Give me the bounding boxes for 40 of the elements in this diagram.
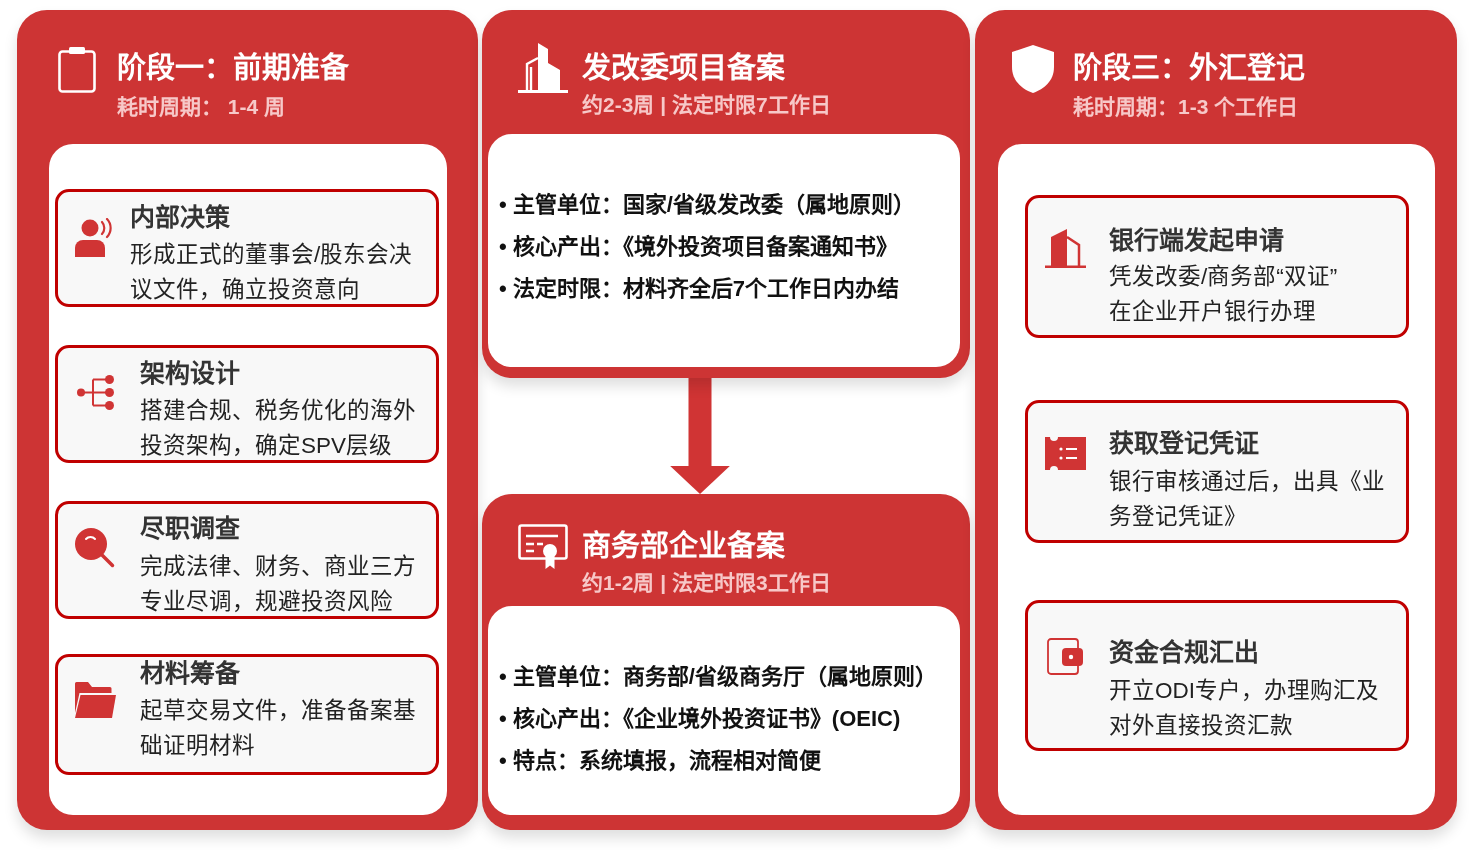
step-title: 架构设计 xyxy=(140,358,240,389)
panel-title: 发改委项目备案 xyxy=(582,51,785,86)
step-title: 材料筹备 xyxy=(140,658,240,689)
step-title: 银行端发起申请 xyxy=(1109,225,1284,256)
bullet-item: • 特点：系统填报，流程相对简便 xyxy=(499,747,822,775)
step-card xyxy=(1025,195,1409,338)
step-card xyxy=(55,654,439,775)
step-card xyxy=(55,501,439,619)
filing-panel xyxy=(482,494,970,830)
filing-panel xyxy=(482,10,970,378)
step-description: 完成法律、财务、商业三方专业尽调，规避投资风险 xyxy=(140,552,417,616)
step-description: 凭发改委/商务部“双证”在企业开户银行办理 xyxy=(1109,262,1339,326)
bullet-item: • 法定时限：材料齐全后7个工作日内办结 xyxy=(499,275,901,303)
panel-subtitle: 耗时周期：1-3 个工作日 xyxy=(1073,94,1299,120)
step-title: 尽职调查 xyxy=(140,513,240,544)
arrow xyxy=(670,378,730,494)
panel-title: 阶段一：前期准备 xyxy=(117,51,349,86)
step-description: 搭建合规、税务优化的海外投资架构，确定SPV层级 xyxy=(140,396,417,460)
step-card xyxy=(55,345,439,463)
panel-title: 商务部企业备案 xyxy=(582,529,785,564)
panel-subtitle: 约2-3周 | 法定时限7工作日 xyxy=(582,92,831,118)
bullet-item: • 核心产出：《境外投资项目备案通知书》 xyxy=(499,233,899,261)
stage-panel xyxy=(975,10,1457,830)
panel-title: 阶段三：外汇登记 xyxy=(1073,51,1305,86)
step-description: 形成正式的董事会/股东会决议文件，确立投资意向 xyxy=(130,240,414,304)
step-title: 资金合规汇出 xyxy=(1109,637,1259,668)
stage-panel xyxy=(17,10,478,830)
step-title: 内部决策 xyxy=(130,202,230,233)
step-title: 获取登记凭证 xyxy=(1109,428,1259,459)
bullet-item: • 主管单位：国家/省级发改委（属地原则） xyxy=(499,191,915,219)
step-card xyxy=(1025,600,1409,751)
step-description: 开立ODI专户，办理购汇及对外直接投资汇款 xyxy=(1109,676,1380,740)
panel-subtitle: 约1-2周 | 法定时限3工作日 xyxy=(582,570,831,596)
step-description: 起草交易文件，准备备案基础证明材料 xyxy=(140,696,417,760)
step-description: 银行审核通过后，出具《业务登记凭证》 xyxy=(1109,467,1386,531)
step-card xyxy=(55,189,439,307)
bullet-item: • 主管单位：商务部/省级商务厅（属地原则） xyxy=(499,663,937,691)
panel-subtitle: 耗时周期： 1-4 周 xyxy=(117,94,286,120)
bullet-item: • 核心产出：《企业境外投资证书》(OEIC) xyxy=(499,705,902,733)
step-card xyxy=(1025,400,1409,543)
